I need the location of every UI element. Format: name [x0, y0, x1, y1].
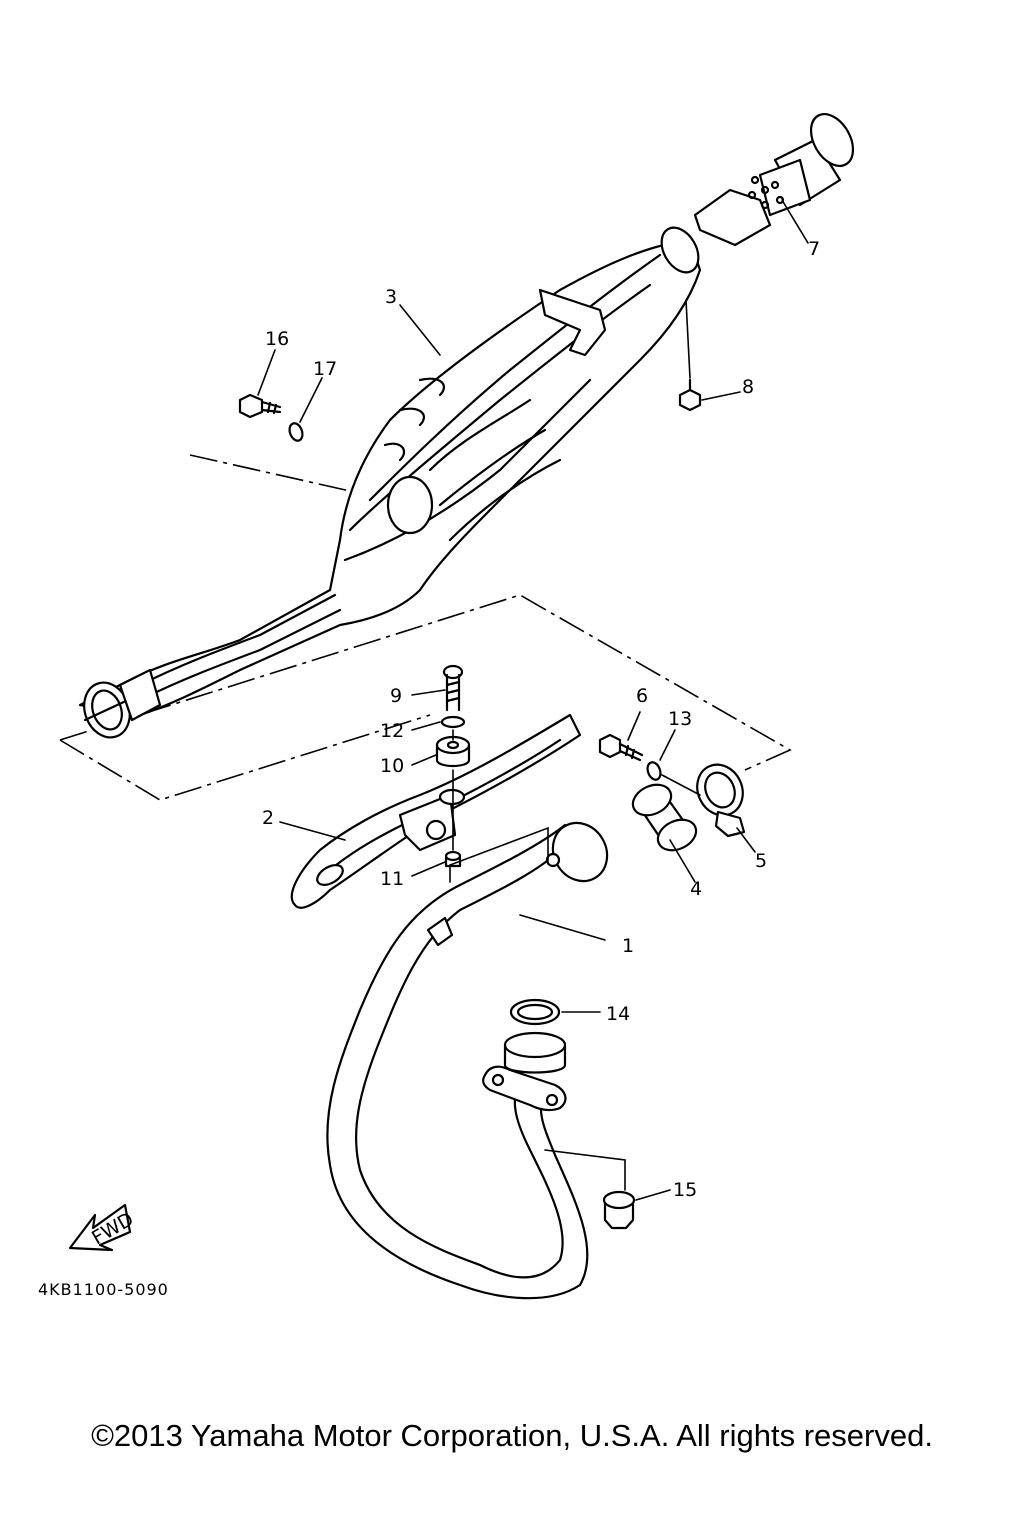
callout-15: 15	[673, 1179, 697, 1201]
callout-11: 11	[380, 868, 404, 890]
bolt-16	[238, 393, 282, 419]
bracket	[290, 713, 582, 909]
assembly-outline	[59, 454, 792, 801]
leader-lines	[257, 199, 809, 1201]
collar-11	[444, 850, 462, 868]
gasket-4	[631, 783, 698, 852]
callout-17: 17	[313, 358, 337, 380]
muffler-outlet	[83, 668, 162, 739]
part-code: 4KB1100-5090	[38, 1280, 169, 1299]
callout-7: 7	[808, 238, 820, 260]
callout-12: 12	[380, 720, 404, 742]
copyright-notice: ©2013 Yamaha Motor Corporation, U.S.A. A…	[91, 1418, 933, 1453]
callout-9: 9	[390, 685, 402, 707]
fwd-arrow-icon: FWD	[68, 1203, 137, 1252]
washer-12	[440, 715, 466, 729]
callout-1: 1	[622, 935, 634, 957]
callout-8: 8	[742, 376, 754, 398]
exhaust-flange	[482, 1031, 567, 1112]
bolt-9	[442, 664, 464, 712]
gasket-14	[509, 998, 561, 1026]
callout-6: 6	[636, 685, 648, 707]
washer-17	[288, 422, 304, 442]
exhaust-pipe	[326, 821, 609, 1300]
callout-3: 3	[385, 286, 397, 308]
callout-4: 4	[690, 878, 702, 900]
nut-15	[602, 1190, 636, 1230]
bolt-6	[598, 733, 644, 762]
callout-13: 13	[668, 708, 692, 730]
muffler	[78, 226, 702, 717]
callout-2: 2	[262, 807, 274, 829]
bolt-8	[678, 299, 702, 412]
callout-labels: 1 2 3 4 5 6 7 8 9 10 11 12 13 14 15 16 1…	[262, 238, 820, 1201]
callout-14: 14	[606, 1003, 630, 1025]
callout-16: 16	[265, 328, 289, 350]
callout-5: 5	[755, 850, 767, 872]
grommet-10	[435, 735, 471, 768]
spark-arrester	[693, 113, 855, 247]
callout-10: 10	[380, 755, 404, 777]
washer-13	[646, 761, 662, 781]
clamp-5	[696, 763, 746, 838]
